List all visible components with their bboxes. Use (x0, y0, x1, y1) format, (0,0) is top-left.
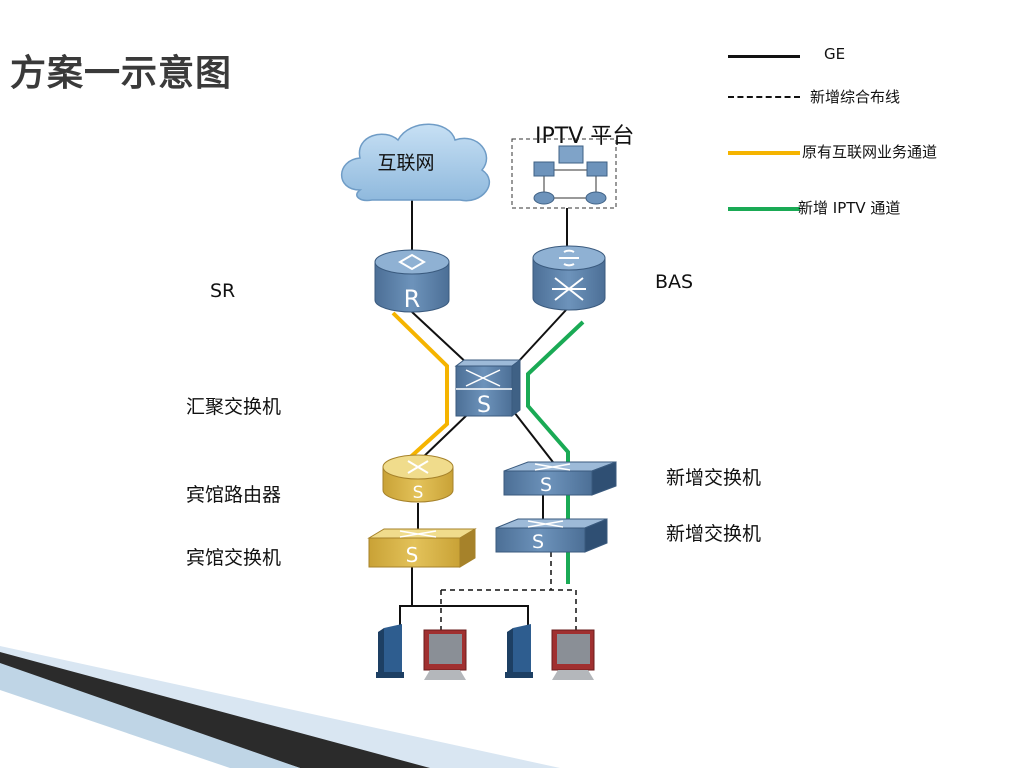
ge-links (399, 198, 568, 640)
iptv-platform (511, 138, 617, 209)
new-cabling-links (440, 552, 577, 640)
internet-channel-path (391, 311, 449, 464)
aggregation-switch-label: 汇聚交换机 (186, 396, 282, 418)
sr-router-glyph: R (404, 285, 421, 313)
iptv-switch-icon-right (586, 161, 608, 177)
new-switch-1-glyph: S (540, 474, 552, 496)
pc-2-icon (505, 624, 595, 680)
hotel-switch-icon: S (367, 528, 477, 568)
aggregation-switch-glyph: S (477, 393, 491, 418)
legend-iptv-channel-line (728, 207, 800, 211)
iptv-server-icon (558, 145, 584, 164)
legend-ge-label: GE (824, 45, 846, 63)
iptv-switch-icon-left (533, 161, 555, 177)
new-switch-2-icon: S (495, 518, 608, 553)
new-switch-1-label: 新增交换机 (666, 467, 762, 489)
legend-internet-channel-line (728, 151, 800, 155)
hotel-switch-glyph: S (406, 543, 419, 567)
iptv-platform-label: IPTV 平台 (535, 124, 635, 149)
new-switch-2-glyph: S (532, 531, 544, 553)
legend-ge-line (728, 55, 800, 58)
link-agg-router (417, 413, 469, 463)
new-switch-2-label: 新增交换机 (666, 523, 762, 545)
hotel-switch-label: 宾馆交换机 (186, 547, 282, 569)
pc-1-icon (376, 624, 467, 680)
aggregation-switch-icon: S (454, 359, 522, 418)
sr-label: SR (210, 280, 236, 302)
hotel-router-glyph: S (413, 483, 424, 503)
iptv-router-icon-right (585, 191, 607, 205)
hotel-router-icon: S (382, 454, 454, 503)
page-title: 方案一示意图 (10, 53, 233, 94)
internet-label: 互联网 (377, 152, 434, 174)
bas-icon (532, 245, 606, 311)
iptv-router-icon-left (533, 191, 555, 205)
internet-cloud: 互联网 (341, 123, 490, 202)
corner-ribbon (0, 646, 560, 768)
sr-router-icon: R (374, 249, 450, 313)
legend-iptv-channel-label: 新增 IPTV 通道 (798, 199, 901, 217)
bas-label: BAS (655, 271, 694, 293)
hotel-router-label: 宾馆路由器 (186, 484, 282, 506)
legend-new-cabling-label: 新增综合布线 (810, 88, 901, 106)
link-bas-agg (517, 309, 567, 363)
link-sr-agg (411, 311, 471, 367)
legend-new-cabling-line (728, 96, 800, 98)
link-agg-newswitch (513, 411, 557, 467)
legend-internet-channel-label: 原有互联网业务通道 (802, 143, 938, 161)
iptv-channel-path (526, 320, 585, 584)
new-switch-1-icon: S (503, 461, 617, 496)
